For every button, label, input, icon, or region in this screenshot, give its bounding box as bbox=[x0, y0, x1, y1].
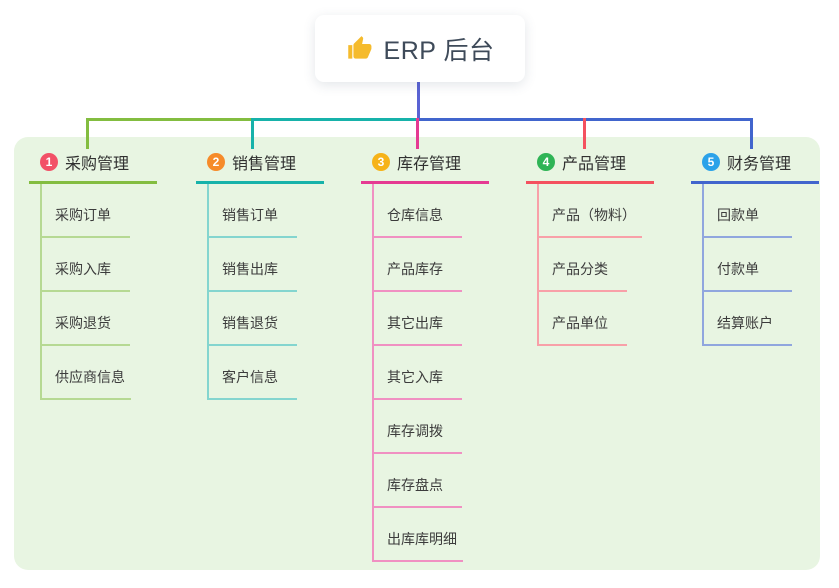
child-label: 产品分类 bbox=[552, 261, 608, 277]
branch-drop-line-2 bbox=[251, 118, 254, 149]
child-label: 出库库明细 bbox=[387, 531, 457, 547]
child-node: 其它入库 bbox=[374, 346, 462, 400]
child-label: 结算账户 bbox=[717, 315, 773, 331]
child-label: 库存盘点 bbox=[387, 477, 443, 493]
child-label: 销售退货 bbox=[222, 315, 278, 331]
branch-label: 财务管理 bbox=[727, 156, 792, 173]
branch-children: 回款单 付款单 结算账户 bbox=[702, 184, 819, 346]
branch-label: 销售管理 bbox=[232, 156, 297, 173]
branch-title: 1 采购管理 bbox=[29, 146, 157, 184]
branch-title: 2 销售管理 bbox=[196, 146, 324, 184]
branch-label: 采购管理 bbox=[65, 156, 130, 173]
child-label: 销售订单 bbox=[222, 207, 278, 223]
branch-number-badge: 5 bbox=[702, 153, 720, 171]
child-label: 回款单 bbox=[717, 207, 759, 223]
branch-number-badge: 4 bbox=[537, 153, 555, 171]
child-node: 仓库信息 bbox=[374, 184, 462, 238]
child-node: 付款单 bbox=[704, 238, 792, 292]
child-node: 出库库明细 bbox=[374, 508, 463, 562]
child-label: 产品库存 bbox=[387, 261, 443, 277]
child-node: 采购退货 bbox=[42, 292, 130, 346]
bus-segment-left bbox=[87, 118, 253, 121]
child-node: 库存盘点 bbox=[374, 454, 462, 508]
branch-title: 3 库存管理 bbox=[361, 146, 489, 184]
branch-number-badge: 2 bbox=[207, 153, 225, 171]
child-label: 产品（物料） bbox=[552, 207, 636, 223]
branch-title: 5 财务管理 bbox=[691, 146, 819, 184]
branch-drop-line-1 bbox=[86, 118, 89, 149]
branch-销售管理: 2 销售管理 销售订单 销售出库 销售退货 客户信息 bbox=[196, 146, 324, 400]
child-label: 付款单 bbox=[717, 261, 759, 277]
child-label: 采购订单 bbox=[55, 207, 111, 223]
child-node: 客户信息 bbox=[209, 346, 297, 400]
branch-采购管理: 1 采购管理 采购订单 采购入库 采购退货 供应商信息 bbox=[29, 146, 157, 400]
child-node: 销售出库 bbox=[209, 238, 297, 292]
child-node: 产品分类 bbox=[539, 238, 627, 292]
child-label: 其它入库 bbox=[387, 369, 443, 385]
branch-number-badge: 1 bbox=[40, 153, 58, 171]
branch-label: 产品管理 bbox=[562, 156, 627, 173]
child-node: 采购订单 bbox=[42, 184, 130, 238]
branches-panel bbox=[14, 137, 820, 570]
branch-children: 仓库信息 产品库存 其它出库 其它入库 库存调拨 库存盘点 出库库明细 bbox=[372, 184, 489, 562]
branch-children: 产品（物料） 产品分类 产品单位 bbox=[537, 184, 654, 346]
branch-label: 库存管理 bbox=[397, 156, 462, 173]
child-node: 产品库存 bbox=[374, 238, 462, 292]
child-node: 供应商信息 bbox=[42, 346, 131, 400]
branch-库存管理: 3 库存管理 仓库信息 产品库存 其它出库 其它入库 库存调拨 库存盘点 出库库… bbox=[361, 146, 489, 562]
child-label: 销售出库 bbox=[222, 261, 278, 277]
child-label: 仓库信息 bbox=[387, 207, 443, 223]
bus-segment-middle bbox=[253, 118, 418, 121]
child-label: 供应商信息 bbox=[55, 369, 125, 385]
child-label: 库存调拨 bbox=[387, 423, 443, 439]
child-label: 采购退货 bbox=[55, 315, 111, 331]
branch-drop-line-3 bbox=[416, 118, 419, 149]
child-node: 结算账户 bbox=[704, 292, 792, 346]
root-connector-line bbox=[417, 82, 420, 121]
child-label: 其它出库 bbox=[387, 315, 443, 331]
thumbs-up-icon bbox=[347, 36, 371, 59]
branch-children: 采购订单 采购入库 采购退货 供应商信息 bbox=[40, 184, 157, 400]
branch-title: 4 产品管理 bbox=[526, 146, 654, 184]
root-label: ERP 后台 bbox=[383, 36, 495, 65]
child-node: 回款单 bbox=[704, 184, 792, 238]
child-label: 产品单位 bbox=[552, 315, 608, 331]
child-node: 销售订单 bbox=[209, 184, 297, 238]
branch-number-badge: 3 bbox=[372, 153, 390, 171]
child-node: 库存调拨 bbox=[374, 400, 462, 454]
child-node: 销售退货 bbox=[209, 292, 297, 346]
branch-drop-line-4 bbox=[583, 118, 586, 149]
child-label: 采购入库 bbox=[55, 261, 111, 277]
branch-children: 销售订单 销售出库 销售退货 客户信息 bbox=[207, 184, 324, 400]
branch-产品管理: 4 产品管理 产品（物料） 产品分类 产品单位 bbox=[526, 146, 654, 346]
child-node: 采购入库 bbox=[42, 238, 130, 292]
child-node: 产品单位 bbox=[539, 292, 627, 346]
child-label: 客户信息 bbox=[222, 369, 278, 385]
root-node: ERP 后台 bbox=[315, 15, 525, 82]
branch-财务管理: 5 财务管理 回款单 付款单 结算账户 bbox=[691, 146, 819, 346]
branch-drop-line-5 bbox=[750, 118, 753, 149]
child-node: 产品（物料） bbox=[539, 184, 642, 238]
child-node: 其它出库 bbox=[374, 292, 462, 346]
